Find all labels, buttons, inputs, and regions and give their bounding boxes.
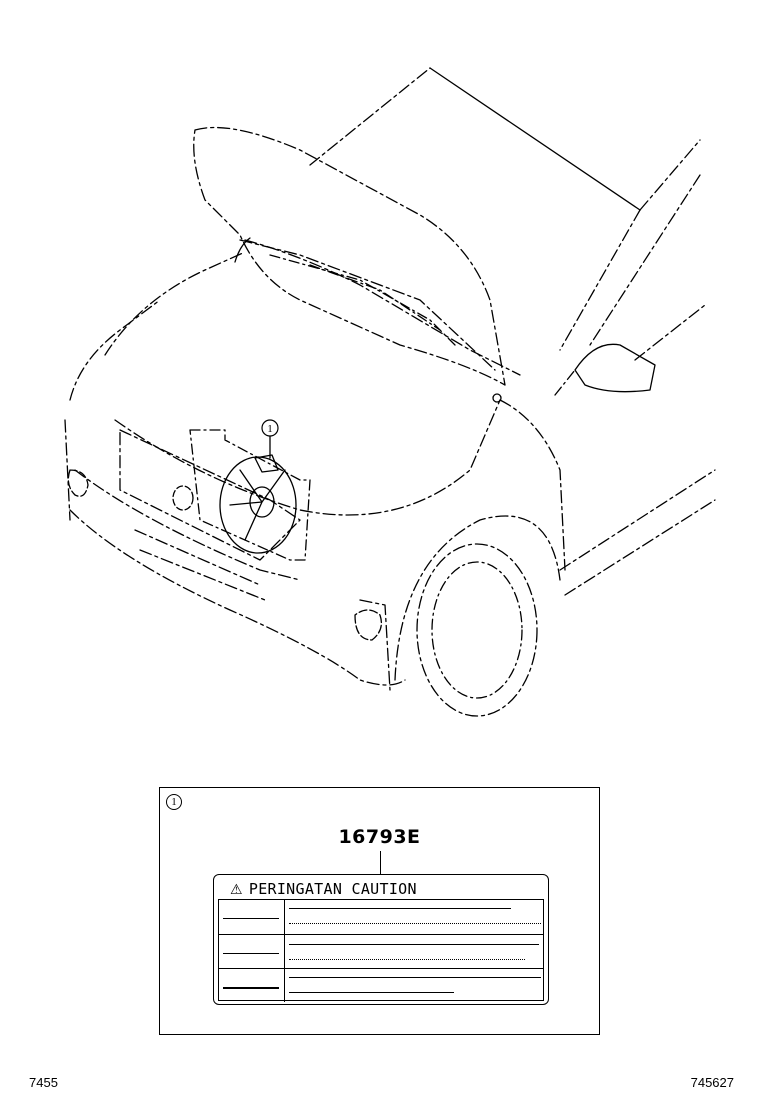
part-number-leader-line	[380, 851, 382, 875]
hood-panel	[193, 126, 506, 386]
front-left-side	[64, 419, 71, 521]
wheel-arch	[394, 515, 561, 681]
footer-code-left: 7455	[29, 1075, 58, 1090]
wiper-left	[269, 254, 456, 346]
front-corner	[359, 599, 391, 691]
hood-prop-rod	[234, 237, 251, 263]
part-number: 16793E	[338, 826, 421, 848]
caution-label-location	[254, 454, 279, 473]
caution-label-header: ⚠ PERINGATAN CAUTION	[230, 880, 417, 898]
illustration-callout-number: 1	[267, 423, 273, 435]
label-row	[219, 900, 543, 934]
grille-outline	[119, 429, 301, 561]
roof-right-edge	[639, 139, 701, 211]
mirror-base	[554, 369, 576, 396]
front-fascia-upper	[69, 299, 161, 401]
hood-inner-edge	[239, 239, 496, 371]
front-tire-outer	[416, 543, 538, 717]
illustration-callout: 1	[261, 419, 279, 437]
footer-code-right: 745627	[690, 1075, 734, 1090]
car-front-hood-open-illustration: 1	[64, 67, 716, 717]
fan-hub	[249, 486, 275, 518]
side-mirror	[574, 343, 656, 393]
fender-top-left	[104, 251, 246, 356]
label-row	[219, 934, 543, 968]
detail-callout-number: 1	[166, 794, 182, 810]
windshield-right-frame	[429, 67, 641, 211]
caution-label-text-grid	[218, 899, 544, 1002]
bumper-lower	[69, 509, 406, 686]
caution-label-title: PERINGATAN CAUTION	[248, 880, 417, 898]
a-pillar	[559, 209, 641, 351]
fan-blades	[229, 469, 286, 541]
headlamp-washer	[172, 485, 194, 511]
caution-label: ⚠ PERINGATAN CAUTION	[213, 874, 549, 1005]
a-pillar-inner	[589, 174, 701, 346]
label-row	[219, 968, 543, 1002]
engine-bay-front	[114, 399, 501, 516]
lower-grille	[134, 529, 266, 601]
wiper-right	[309, 264, 441, 331]
front-tire-inner	[431, 561, 523, 699]
warning-triangle-icon: ⚠	[230, 882, 243, 898]
door-line	[634, 304, 706, 361]
windshield-upper-edge	[309, 67, 431, 166]
radiator-shroud	[189, 429, 311, 561]
hood-latch	[492, 393, 502, 403]
label-detail-panel: 1 16793E ⚠ PERINGATAN CAUTION	[159, 787, 600, 1035]
fender-right	[499, 399, 566, 571]
fog-lamp-right	[354, 609, 383, 641]
body-side-line	[559, 469, 716, 596]
fog-lamp-left	[67, 469, 89, 497]
bumper-upper	[74, 469, 301, 581]
cowl-panel	[244, 239, 521, 376]
